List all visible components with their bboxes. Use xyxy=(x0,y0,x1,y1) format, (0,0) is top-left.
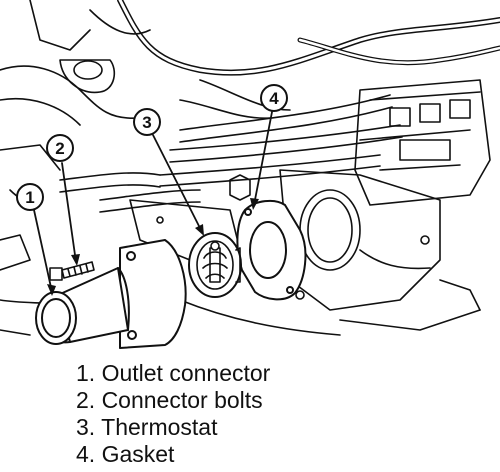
engine-illustration: 1 2 3 4 xyxy=(0,0,500,349)
callout-3: 3 xyxy=(133,108,161,136)
thermostat xyxy=(188,232,242,298)
legend-item-connector-bolts: 2. Connector bolts xyxy=(76,387,263,413)
connector-block xyxy=(354,79,491,206)
wiring-harness xyxy=(29,0,500,76)
svg-text:3: 3 xyxy=(142,113,151,132)
leader-line-4 xyxy=(253,111,273,206)
gasket xyxy=(236,199,307,301)
callout-2: 2 xyxy=(46,134,74,162)
parts-legend: 1. Outlet connector 2. Connector bolts 3… xyxy=(76,360,496,468)
svg-text:1: 1 xyxy=(25,188,34,207)
callout-4: 4 xyxy=(260,84,288,112)
connector-bolt xyxy=(49,261,95,281)
legend-item-gasket: 4. Gasket xyxy=(76,441,175,467)
leader-lines xyxy=(33,111,273,296)
legend-item-outlet-connector: 1. Outlet connector xyxy=(76,360,271,386)
leader-line-1 xyxy=(33,209,53,293)
outlet-connector xyxy=(35,239,187,349)
svg-text:2: 2 xyxy=(55,139,64,158)
legend-item-thermostat: 3. Thermostat xyxy=(76,414,218,440)
svg-text:4: 4 xyxy=(269,89,279,108)
hose-bundle xyxy=(59,94,403,213)
leader-line-3 xyxy=(152,134,203,233)
leader-line-2 xyxy=(61,162,77,263)
callout-1: 1 xyxy=(16,183,44,211)
